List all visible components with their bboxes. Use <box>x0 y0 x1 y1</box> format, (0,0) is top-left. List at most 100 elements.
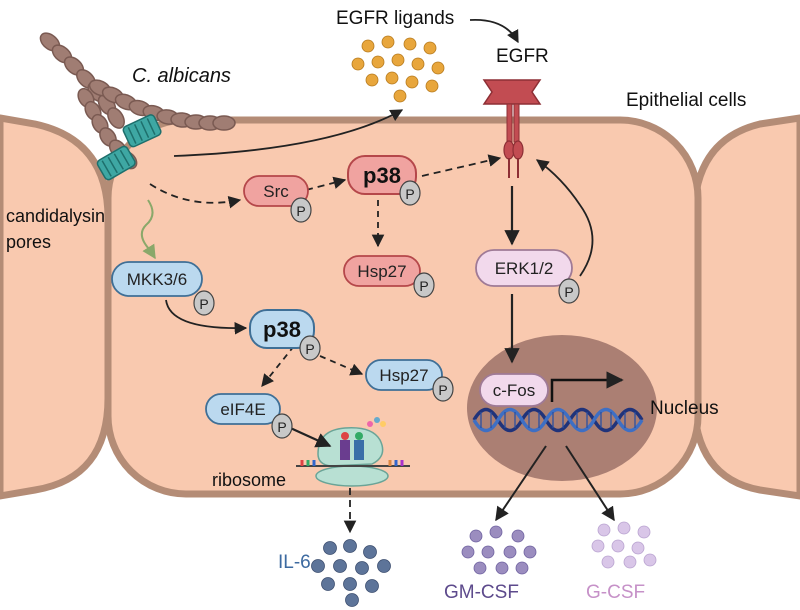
molecule-dot <box>365 73 379 87</box>
nucleus-label: Nucleus <box>650 398 719 419</box>
phospho-label: P <box>296 203 305 219</box>
molecule-dot <box>355 561 369 575</box>
phospho-label: P <box>419 278 428 294</box>
molecule-dot <box>391 53 405 67</box>
transcription-arrow <box>550 371 624 402</box>
arrow-erk-to-egfr <box>535 159 594 277</box>
arrow-ligands-to-egfr <box>469 19 519 44</box>
node-p38-bottom: p38 P <box>249 309 321 361</box>
gmcsf-label: GM-CSF <box>444 582 519 603</box>
arrow-nucleus-to-gcsf <box>565 445 615 522</box>
molecule-dot <box>363 545 377 559</box>
molecule-dot <box>323 541 337 555</box>
molecule-dot <box>637 525 651 539</box>
molecule-dot <box>371 55 385 69</box>
node-src: Src P <box>243 175 312 223</box>
phospho-label: P <box>405 186 414 202</box>
molecule-dot <box>631 541 645 555</box>
molecule-dot <box>481 545 495 559</box>
molecule-dot <box>343 539 357 553</box>
node-p38-top-label: p38 <box>363 163 401 188</box>
phospho-label: P <box>438 382 447 398</box>
phospho-label: P <box>564 284 573 300</box>
arrow-p38-to-eif4e <box>261 345 295 387</box>
molecule-dot <box>321 577 335 591</box>
molecule-dot <box>351 57 365 71</box>
node-hsp27-top-label: Hsp27 <box>357 262 406 281</box>
node-eif4e-label: eIF4E <box>220 400 265 419</box>
molecule-dot <box>425 79 439 93</box>
arrow-mkk-to-p38 <box>165 299 248 335</box>
egfr-label: EGFR <box>496 46 549 67</box>
molecule-dot <box>611 539 625 553</box>
molecule-dot <box>345 593 359 607</box>
molecule-dot <box>597 523 611 537</box>
left-neighbor-cell <box>0 114 112 500</box>
phospho-label: P <box>305 341 314 357</box>
node-mkk-label: MKK3/6 <box>127 270 187 289</box>
arrows <box>149 19 615 534</box>
molecule-dot <box>461 545 475 559</box>
pores-label-line2: pores <box>6 232 51 252</box>
molecule-dot <box>405 75 419 89</box>
molecule-dot <box>591 539 605 553</box>
molecule-dot <box>393 89 407 103</box>
molecule-dot <box>311 559 325 573</box>
gcsf-dots <box>591 521 657 569</box>
molecule-dot <box>385 71 399 85</box>
ribosome-label: ribosome <box>212 470 286 490</box>
arrow-eif4e-to-ribosome <box>285 424 332 448</box>
organism-label: C. albicans <box>132 65 231 87</box>
right-neighbor-cell <box>690 114 800 500</box>
node-mkk: MKK3/6 P <box>111 261 215 316</box>
gmcsf-dots <box>461 525 537 575</box>
egfr-ligand-dots <box>351 35 445 103</box>
molecule-dot <box>343 577 357 591</box>
molecule-dot <box>503 545 517 559</box>
molecule-dot <box>423 41 437 55</box>
node-cfos: c-Fos <box>479 373 549 407</box>
arrow-pore-to-ligands <box>173 109 404 157</box>
pores-label-line1: candidalysin <box>6 206 105 226</box>
epithelial-cells-label: Epithelial cells <box>626 90 746 111</box>
ribosome-icon <box>296 417 410 487</box>
molecule-dot <box>411 57 425 71</box>
node-src-label: Src <box>263 182 289 201</box>
phospho-label: P <box>277 419 286 435</box>
molecule-dot <box>511 529 525 543</box>
node-eif4e: eIF4E P <box>205 393 293 439</box>
fungal-hypha-icon <box>39 32 236 170</box>
arrow-nucleus-to-gmcsf <box>495 445 547 522</box>
phospho-label: P <box>199 296 208 312</box>
molecule-dot <box>495 561 509 575</box>
node-p38-top: p38 P <box>347 155 421 206</box>
arrow-p38-to-egfr <box>421 154 502 177</box>
node-erk-label: ERK1/2 <box>495 259 554 278</box>
molecule-dot <box>365 579 379 593</box>
molecule-dot <box>523 545 537 559</box>
molecule-dot <box>431 61 445 75</box>
egfr-ligands-label: EGFR ligands <box>336 8 454 29</box>
il6-dots <box>311 539 391 607</box>
molecule-dot <box>623 555 637 569</box>
dna-helix-icon <box>472 407 644 433</box>
node-cfos-label: c-Fos <box>493 381 536 400</box>
node-hsp27-top: Hsp27 P <box>343 255 435 298</box>
molecule-dot <box>601 555 615 569</box>
arrow-pore-to-mkk <box>140 199 156 260</box>
molecule-dot <box>515 561 529 575</box>
arrow-p38-to-hsp27-bottom <box>319 355 364 376</box>
molecule-dot <box>469 529 483 543</box>
molecule-dot <box>377 559 391 573</box>
molecule-dot <box>643 553 657 567</box>
node-p38-bottom-label: p38 <box>263 317 301 342</box>
molecule-dot <box>617 521 631 535</box>
egfr-receptor-icon <box>482 79 542 178</box>
molecule-dot <box>403 37 417 51</box>
molecule-dot <box>473 561 487 575</box>
node-hsp27-bottom-label: Hsp27 <box>379 366 428 385</box>
candidalysin-pore-icon <box>96 114 162 181</box>
il6-label: IL-6 <box>278 552 311 573</box>
molecule-dot <box>381 35 395 49</box>
